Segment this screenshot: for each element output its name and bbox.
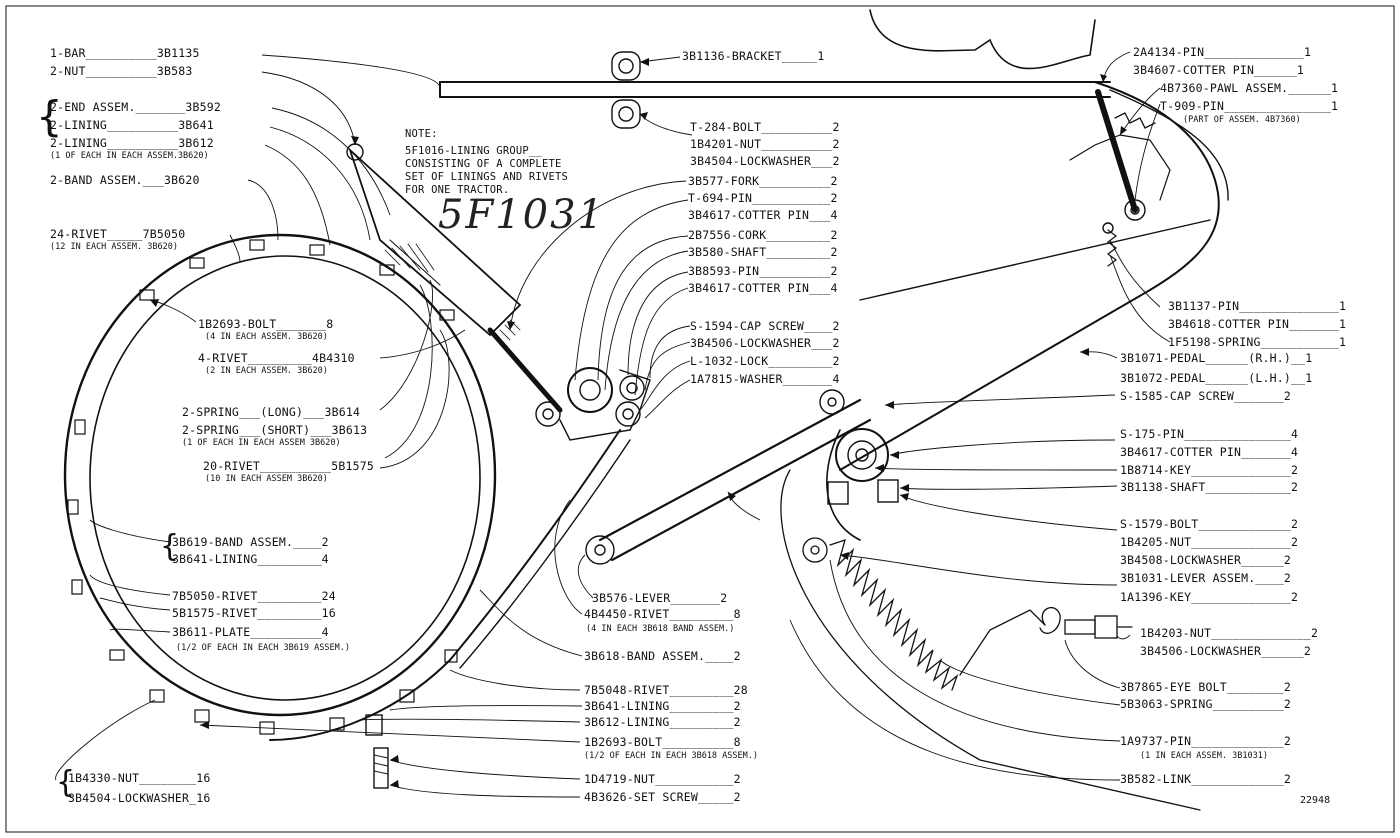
part-label: 3B4504-LOCKWASHER___2 [690, 154, 840, 168]
part-label: 2A4134-PIN______________1 [1133, 45, 1312, 59]
part-label: 4B7360-PAWL ASSEM.______1 [1160, 81, 1339, 95]
part-subnote: (1/2 OF EACH IN EACH 3B619 ASSEM.) [176, 643, 350, 653]
part-label: 3B4508-LOCKWASHER______2 [1120, 553, 1291, 567]
part-label: 3B612-LINING_________2 [584, 715, 741, 729]
part-subnote: (1 IN EACH ASSEM. 3B1031) [1140, 751, 1268, 761]
part-label: 1B4330-NUT________16 [68, 771, 211, 785]
part-label: T-694-PIN___________2 [688, 191, 838, 205]
part-label: 1B4201-NUT__________2 [690, 137, 840, 151]
part-label: 1A9737-PIN_____________2 [1120, 734, 1291, 748]
part-subnote: (1 OF EACH IN EACH ASSEM 3B620) [182, 438, 341, 448]
note-line: CONSISTING OF A COMPLETE [405, 158, 562, 170]
part-label: 3B4506-LOCKWASHER___2 [690, 336, 840, 350]
part-label: 3B7865-EYE BOLT________2 [1120, 680, 1291, 694]
part-label: 3B619-BAND ASSEM.____2 [172, 535, 329, 549]
part-label: 3B1137-PIN______________1 [1168, 299, 1347, 313]
part-label: 1B4205-NUT______________2 [1120, 535, 1299, 549]
part-label: S-175-PIN_______________4 [1120, 427, 1299, 441]
part-subnote: (10 IN EACH ASSEM 3B620) [205, 474, 328, 484]
part-label: 24-RIVET_____7B5050 [50, 227, 186, 241]
handwritten-part-number: 5F1031 [438, 192, 605, 238]
part-label: 3B641-LINING_________4 [172, 552, 329, 566]
part-subnote: (4 IN EACH 3B618 BAND ASSEM.) [586, 624, 735, 634]
brace: { [160, 529, 180, 564]
part-label: 2B7556-CORK_________2 [688, 228, 838, 242]
part-label: S-1594-CAP SCREW____2 [690, 319, 840, 333]
part-label: 2-LINING__________3B641 [50, 118, 214, 132]
part-label: 5B3063-SPRING__________2 [1120, 697, 1291, 711]
note-line: 5F1016-LINING GROUP__ [405, 145, 542, 157]
part-label: S-1579-BOLT_____________2 [1120, 517, 1299, 531]
part-label: 3B580-SHAFT_________2 [688, 245, 838, 259]
part-label: 3B1138-SHAFT____________2 [1120, 480, 1299, 494]
note-heading: NOTE: [405, 128, 438, 140]
note-line: FOR ONE TRACTOR. [405, 184, 510, 196]
part-label: 20-RIVET__________5B1575 [203, 459, 374, 473]
part-label: 2-SPRING___(LONG)___3B614 [182, 405, 361, 419]
part-label: 3B4607-COTTER PIN______1 [1133, 63, 1304, 77]
part-label: 2-SPRING___(SHORT)___3B613 [182, 423, 368, 437]
part-subnote: (1 OF EACH IN EACH ASSEM.3B620) [50, 151, 209, 161]
part-label: T-284-BOLT__________2 [690, 120, 840, 134]
part-label: 1F5198-SPRING___________1 [1168, 335, 1347, 349]
part-label: S-1585-CAP SCREW_______2 [1120, 389, 1291, 403]
part-label: 3B618-BAND ASSEM.____2 [584, 649, 741, 663]
part-subnote: (1/2 OF EACH IN EACH 3B618 ASSEM.) [584, 751, 758, 761]
part-subnote: (2 IN EACH ASSEM. 3B620) [205, 366, 328, 376]
brace: { [56, 765, 76, 800]
part-subnote: (12 IN EACH ASSEM. 3B620) [50, 242, 178, 252]
part-label: 1A1396-KEY______________2 [1120, 590, 1299, 604]
note-line: SET OF LININGS AND RIVETS [405, 171, 569, 183]
part-label: 7B5050-RIVET_________24 [172, 589, 336, 603]
part-subnote: (PART OF ASSEM. 4B7360) [1183, 115, 1301, 125]
part-label: 3B4617-COTTER PIN___4 [688, 208, 838, 222]
part-label: 3B1071-PEDAL______(R.H.)__1 [1120, 351, 1313, 365]
part-label: 7B5048-RIVET_________28 [584, 683, 748, 697]
part-label: 4B4450-RIVET_________8 [584, 607, 741, 621]
part-label: L-1032-LOCK_________2 [690, 354, 840, 368]
part-label: 3B611-PLATE__________4 [172, 625, 329, 639]
part-label: 4B3626-SET SCREW_____2 [584, 790, 741, 804]
part-label: 3B1031-LEVER ASSEM.____2 [1120, 571, 1291, 585]
part-label: 3B4504-LOCKWASHER_16 [68, 791, 211, 805]
part-label: 1D4719-NUT___________2 [584, 772, 741, 786]
part-label: 1-BAR__________3B1135 [50, 46, 200, 60]
part-label: 3B1136-BRACKET_____1 [682, 49, 825, 63]
part-label: 3B1072-PEDAL______(L.H.)__1 [1120, 371, 1313, 385]
part-label: 3B4506-LOCKWASHER______2 [1140, 644, 1311, 658]
part-label: 1A7815-WASHER_______4 [690, 372, 840, 386]
part-label: 1B2693-BOLT__________8 [584, 735, 741, 749]
part-label: 3B4617-COTTER PIN___4 [688, 281, 838, 295]
part-label: 3B577-FORK__________2 [688, 174, 838, 188]
part-label: 5B1575-RIVET_________16 [172, 606, 336, 620]
part-label: 3B8593-PIN__________2 [688, 264, 838, 278]
part-label: 2-LINING__________3B612 [50, 136, 214, 150]
part-label: 3B641-LINING_________2 [584, 699, 741, 713]
part-label: 4-RIVET_________4B4310 [198, 351, 355, 365]
part-label: T-909-PIN_______________1 [1160, 99, 1339, 113]
part-label: 3B576-LEVER_______2 [592, 591, 728, 605]
part-label: 2-NUT__________3B583 [50, 64, 193, 78]
part-subnote: (4 IN EACH ASSEM. 3B620) [205, 332, 328, 342]
part-label: 3B4617-COTTER PIN_______4 [1120, 445, 1299, 459]
part-label: 1B8714-KEY______________2 [1120, 463, 1299, 477]
part-label: 2-END ASSEM._______3B592 [50, 100, 221, 114]
brace: { [36, 92, 63, 141]
part-label: 3B582-LINK_____________2 [1120, 772, 1291, 786]
part-label: 1B2693-BOLT_______8 [198, 317, 334, 331]
part-label: 3B4618-COTTER PIN_______1 [1168, 317, 1347, 331]
figure-number: 22948 [1300, 795, 1331, 806]
part-label: 1B4203-NUT______________2 [1140, 626, 1319, 640]
part-label: 2-BAND ASSEM.___3B620 [50, 173, 200, 187]
